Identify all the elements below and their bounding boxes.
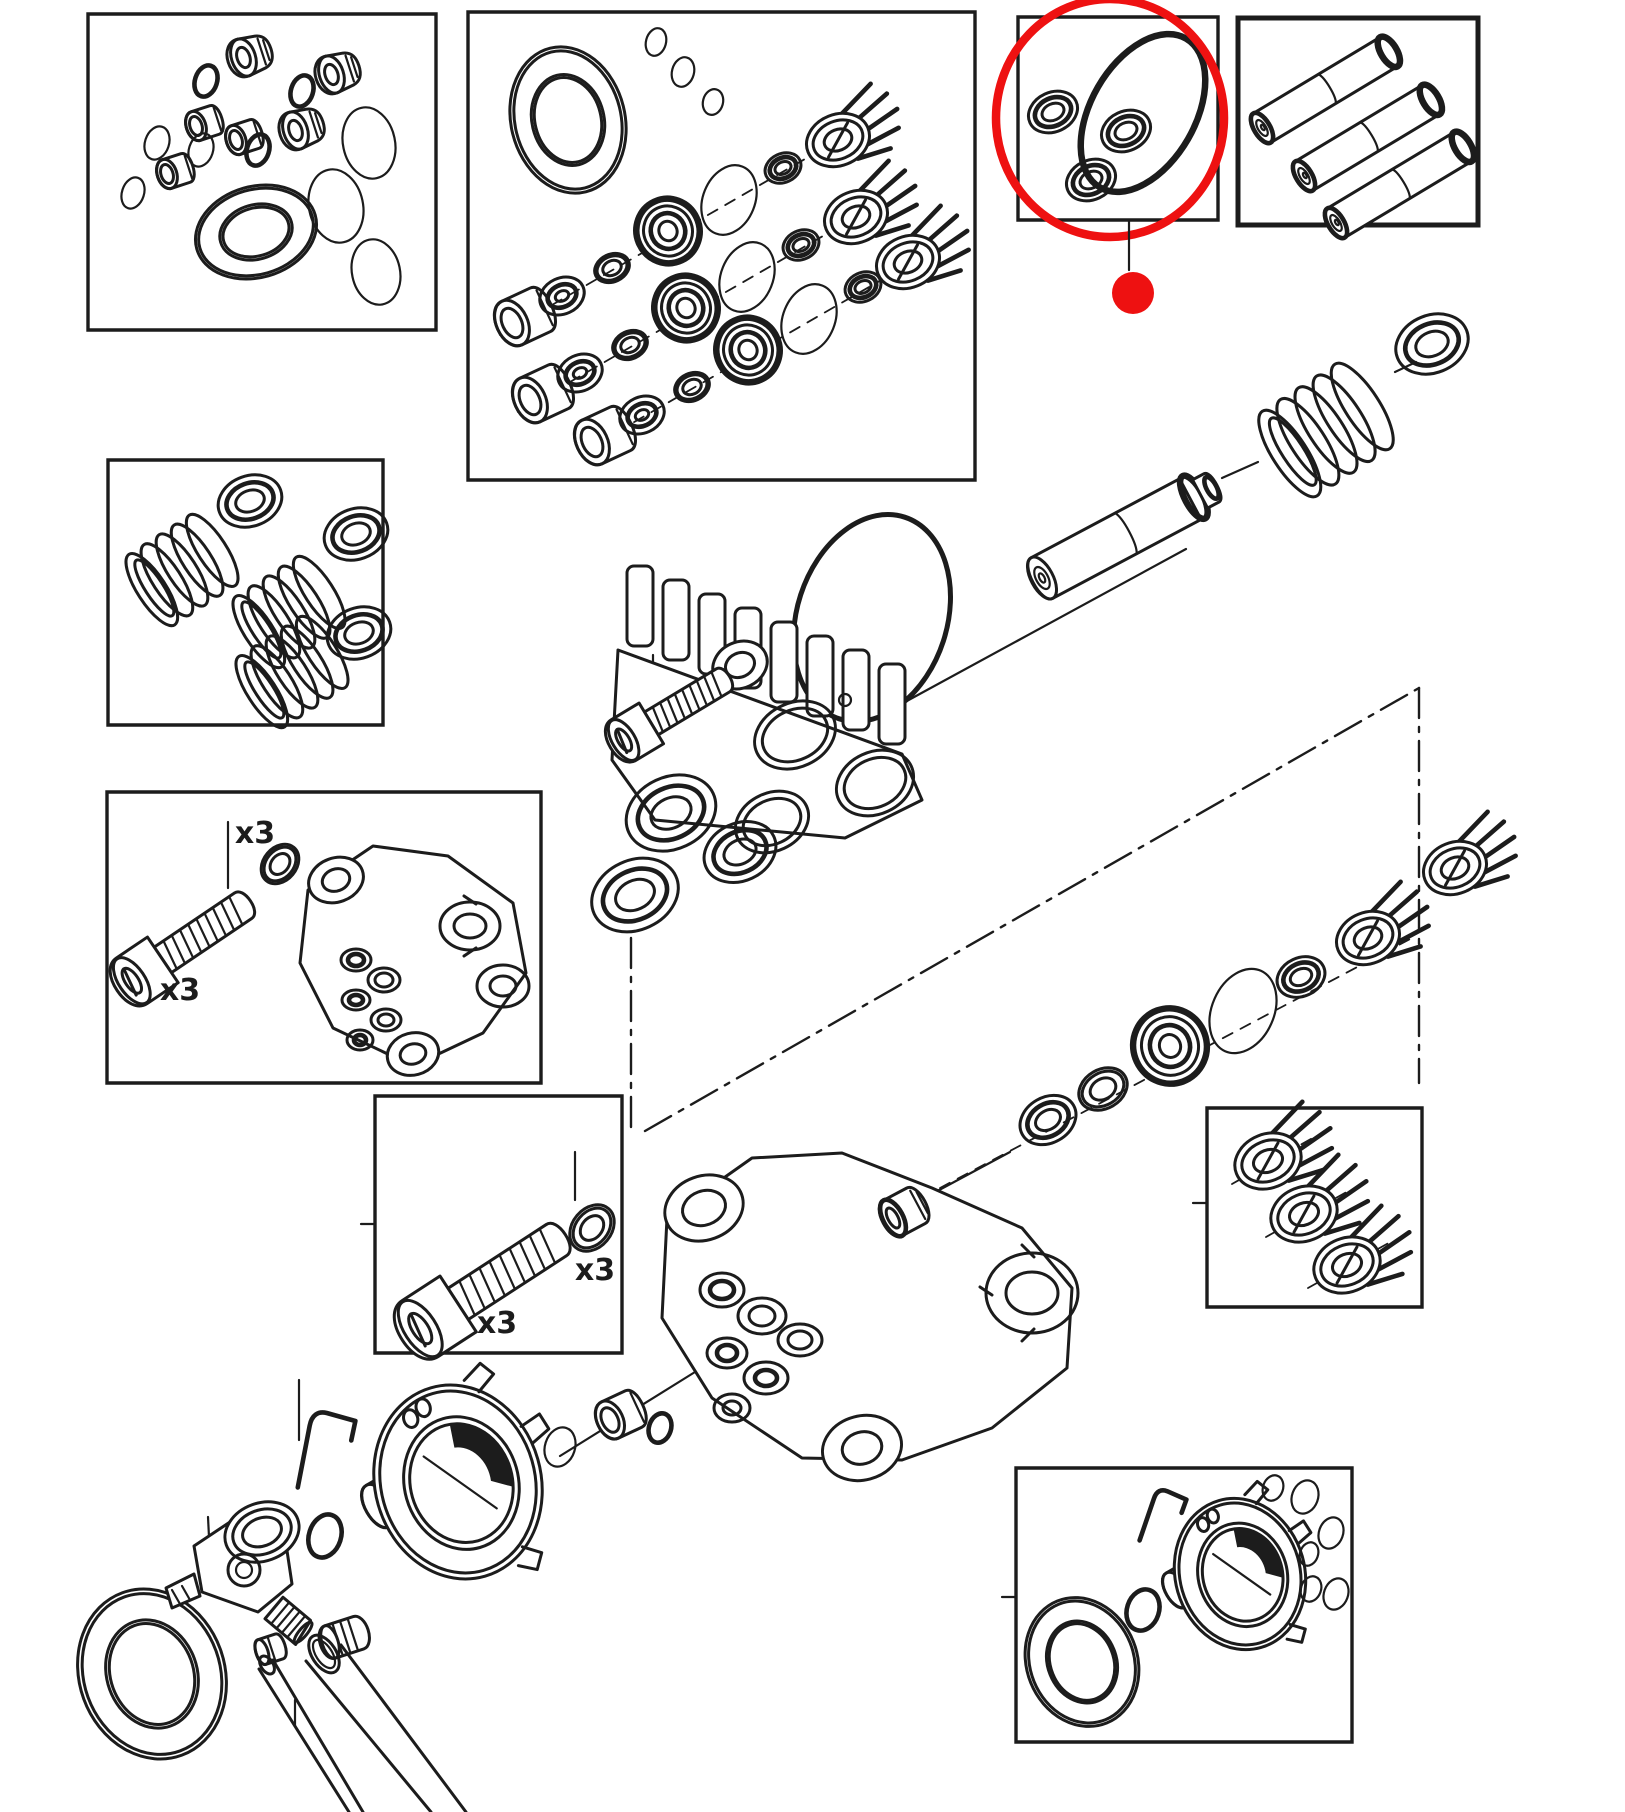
backing-washer xyxy=(588,246,636,290)
bearing-cover xyxy=(346,1348,587,1609)
retaining-clip xyxy=(1138,1488,1188,1542)
drive-assembly xyxy=(580,303,1478,945)
spring-retainer xyxy=(211,466,289,536)
callout-dot xyxy=(1112,272,1154,314)
qty-label-head-washer: x3 xyxy=(235,816,275,851)
kit-plungers xyxy=(1238,18,1478,242)
o-ring xyxy=(691,157,766,243)
qty-label-rail-bolt: x3 xyxy=(477,1306,517,1341)
oil-seal xyxy=(1019,81,1087,143)
pressure-seal xyxy=(1123,998,1218,1094)
centerline-diagonal xyxy=(645,688,1419,1131)
piston-retainer xyxy=(1323,876,1440,976)
piston-seal-train xyxy=(928,806,1527,1196)
kit-box-pump-head xyxy=(107,792,541,1083)
kit-box-springs xyxy=(108,460,383,725)
plunger-spring xyxy=(115,506,249,634)
kit-bearing-cover xyxy=(1002,1468,1353,1745)
flat-support-ring xyxy=(495,34,641,205)
coupler-plug xyxy=(315,1613,373,1661)
qty-label-head-bolt: x3 xyxy=(160,973,200,1008)
pump-head-casting xyxy=(300,846,529,1081)
highlight-circle xyxy=(996,0,1224,237)
manifold-casting xyxy=(655,1153,1078,1489)
suction-tube-thin xyxy=(257,1653,363,1812)
backing-washer xyxy=(668,365,716,409)
kit-oil-seals-highlighted xyxy=(996,0,1231,314)
o-ring xyxy=(645,1410,675,1445)
spring-retainer xyxy=(320,598,398,668)
o-ring xyxy=(303,1510,347,1562)
kit-piston-retainers xyxy=(1193,1096,1423,1307)
qty-label-rail-washer: x3 xyxy=(575,1253,615,1288)
kit-pump-head: x3 x3 xyxy=(100,792,541,1083)
check-valve-plug xyxy=(221,29,279,82)
o-ring xyxy=(287,72,318,109)
backing-washer xyxy=(606,323,654,367)
large-o-ring xyxy=(1055,13,1231,214)
o-ring xyxy=(191,62,222,99)
kit-box-bearing-cover xyxy=(1016,1468,1352,1742)
manifold-ports xyxy=(700,1273,822,1422)
spring-seat xyxy=(1387,303,1478,384)
piston-retainer xyxy=(1410,806,1527,906)
head-ports xyxy=(341,949,401,1050)
o-ring xyxy=(1197,958,1289,1064)
manifold-bolt xyxy=(382,1204,586,1371)
bearing-cover xyxy=(1153,1469,1341,1673)
pressure-seal xyxy=(626,188,710,273)
large-gasket-ring xyxy=(184,171,328,293)
manifold-assembly xyxy=(540,1153,1078,1489)
o-ring xyxy=(668,55,697,90)
piston-retainer xyxy=(1221,1096,1344,1201)
kit-manifold-bolts: x3 x3 xyxy=(361,1096,625,1371)
o-ring xyxy=(540,1423,581,1470)
drive-axis-line xyxy=(905,549,1186,702)
check-valve-plug xyxy=(309,46,367,99)
unloader-assembly xyxy=(52,1348,587,1812)
kit-box-pistons xyxy=(1207,1108,1422,1307)
o-ring xyxy=(184,130,217,170)
oval-gasket xyxy=(1005,1579,1159,1745)
seal-ring xyxy=(1011,1086,1085,1155)
small-o-rings xyxy=(1259,1472,1353,1613)
valve-seat xyxy=(180,102,228,145)
oil-seal xyxy=(580,844,691,945)
piston-retainer xyxy=(793,78,910,178)
kit-box-oil-seals xyxy=(1018,17,1218,220)
o-ring xyxy=(709,234,784,320)
kit-seals xyxy=(468,12,980,480)
kit-box-check-valves xyxy=(88,14,436,330)
o-ring xyxy=(643,26,670,58)
o-ring xyxy=(1121,1585,1164,1635)
large-o-ring xyxy=(346,235,407,310)
seal-ring xyxy=(1268,947,1334,1007)
unloader-valve xyxy=(166,1492,315,1646)
main-spring xyxy=(1246,353,1406,507)
seal-ring xyxy=(776,222,826,268)
backing-washer xyxy=(1069,1058,1137,1120)
axis-line xyxy=(1222,462,1258,478)
kit-springs xyxy=(108,460,398,736)
large-o-ring xyxy=(336,102,402,183)
oil-seal xyxy=(1092,100,1160,162)
o-ring xyxy=(771,276,846,362)
seal-ring xyxy=(758,145,808,191)
suction-tube-thick xyxy=(302,1630,466,1812)
o-ring xyxy=(700,87,726,117)
kit-box-seals xyxy=(468,12,975,480)
check-valve-plug xyxy=(273,102,331,155)
o-ring xyxy=(140,123,173,163)
o-ring xyxy=(243,131,274,168)
large-o-ring xyxy=(302,164,370,248)
axis-line xyxy=(928,1152,1010,1196)
inlet-filter xyxy=(588,1385,653,1446)
kit-check-valves xyxy=(88,14,436,330)
construction-lines xyxy=(631,549,1419,1131)
drive-o-ring xyxy=(768,494,976,742)
o-ring xyxy=(118,174,149,211)
